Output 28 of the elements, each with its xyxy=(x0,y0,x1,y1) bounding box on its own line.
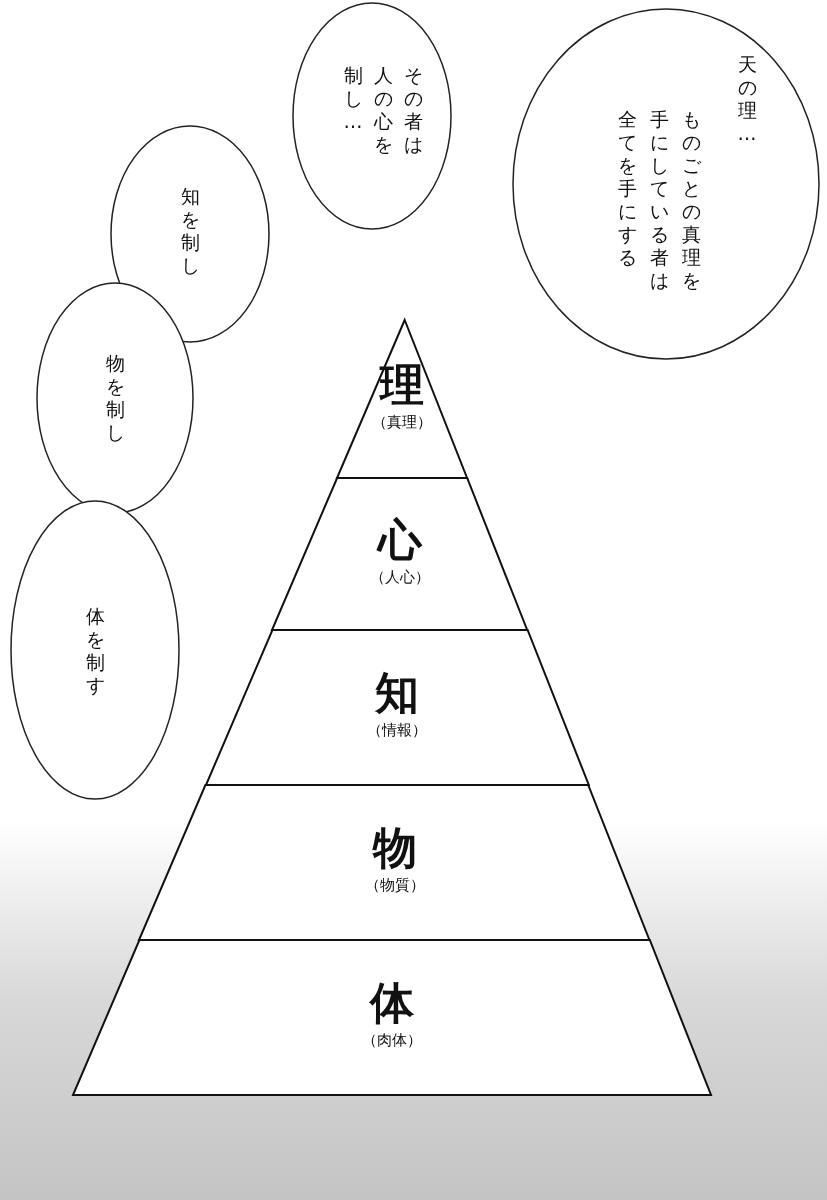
tier-reading: （人心） xyxy=(368,569,431,585)
speech-text: 物を制し xyxy=(104,352,126,444)
pyramid-tier xyxy=(205,630,589,785)
speech-text: その者は人の心を制し… xyxy=(342,64,424,156)
pyramid-tier xyxy=(337,320,468,478)
tier-reading: （物質） xyxy=(363,878,426,894)
speech-text: 全てを手にする xyxy=(616,108,638,269)
tier-reading: （肉体） xyxy=(361,1033,423,1049)
pyramid-tier xyxy=(272,478,528,630)
tier-title: 知 xyxy=(373,671,421,716)
speech-text: ものごとの真理を xyxy=(680,108,702,292)
tier-reading: （情報） xyxy=(366,723,429,739)
tier-reading: （真理） xyxy=(371,414,434,430)
pyramid-tier xyxy=(139,785,650,940)
tier-title: 体 xyxy=(368,981,415,1026)
speech-text: 体を制す xyxy=(84,605,106,697)
speech-bubble xyxy=(36,282,194,514)
speech-text: 知を制し xyxy=(179,185,201,277)
speech-text: 天の理… xyxy=(736,53,758,145)
tier-title: 理 xyxy=(378,362,426,407)
speech-bubble xyxy=(10,500,180,800)
tier-title: 心 xyxy=(375,517,424,562)
pyramid-tier xyxy=(73,940,711,1095)
speech-text: 手にしている者は xyxy=(648,108,670,292)
tier-title: 物 xyxy=(371,826,418,871)
speech-bubble xyxy=(110,125,270,343)
speech-bubble xyxy=(512,8,820,360)
speech-bubble xyxy=(292,2,452,230)
